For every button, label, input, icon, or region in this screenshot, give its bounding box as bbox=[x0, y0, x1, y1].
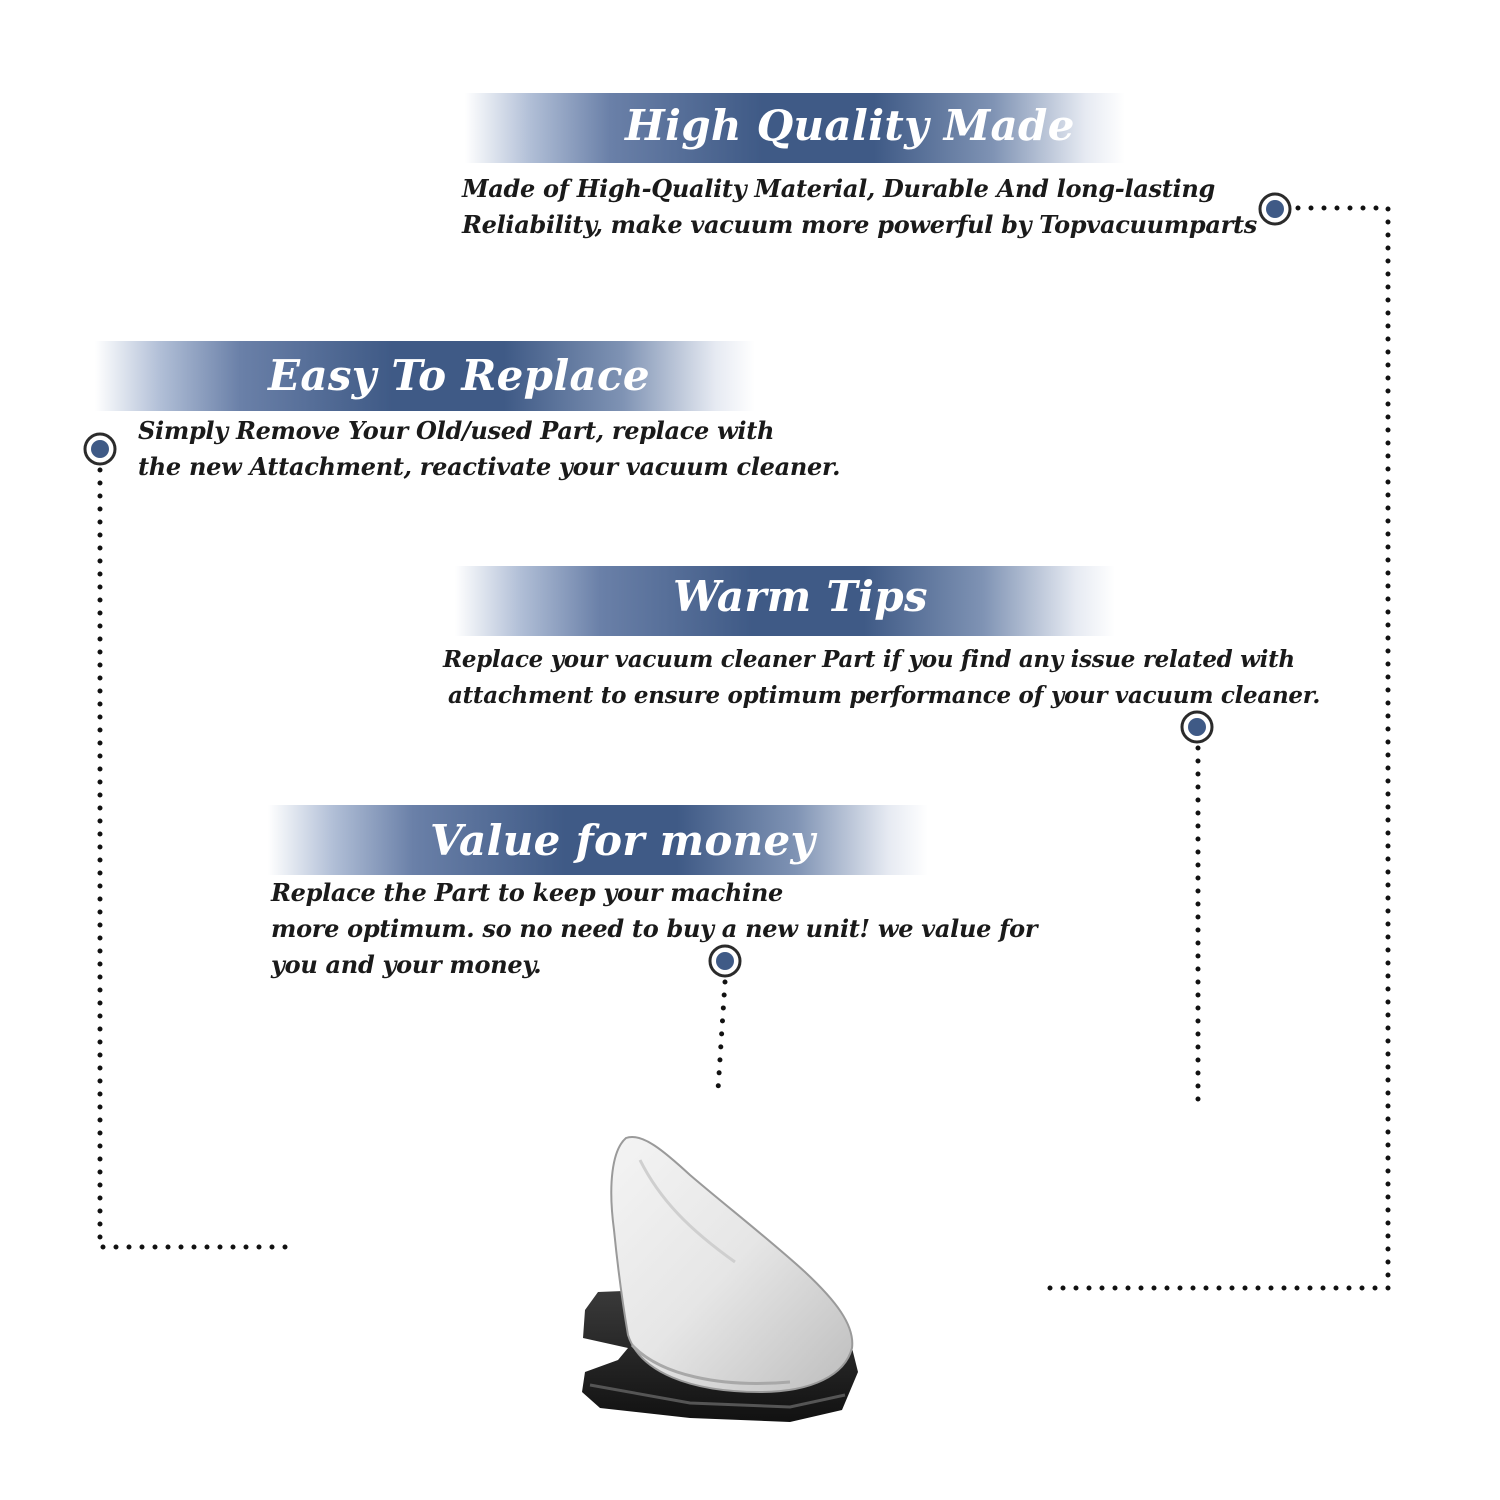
section-title-high-quality: High Quality Made bbox=[625, 101, 1075, 150]
desc-line: Replace the Part to keep your machine bbox=[271, 878, 784, 907]
banner-easy-replace bbox=[95, 341, 755, 411]
desc-line: Reliability, make vacuum more powerful b… bbox=[462, 210, 1257, 239]
desc-line: Replace your vacuum cleaner Part if you … bbox=[443, 646, 1295, 673]
desc-line: Simply Remove Your Old/used Part, replac… bbox=[138, 416, 775, 445]
bullet-marker-icon bbox=[1258, 192, 1292, 226]
section-desc-warm-tips: Replace your vacuum cleaner Part if you … bbox=[443, 642, 1320, 714]
bullet-marker-icon bbox=[83, 432, 117, 466]
section-title-value-money: Value for money bbox=[430, 816, 816, 865]
connector-easy-replace bbox=[97, 467, 301, 1250]
desc-line: Made of High-Quality Material, Durable A… bbox=[462, 174, 1215, 203]
section-desc-value-money: Replace the Part to keep your machine mo… bbox=[271, 875, 1038, 983]
desc-line: attachment to ensure optimum performance… bbox=[448, 682, 1321, 709]
connector-value-money bbox=[715, 979, 728, 1093]
bullet-marker-icon bbox=[1180, 710, 1214, 744]
desc-line: more optimum. so no need to buy a new un… bbox=[271, 914, 1038, 943]
banner-value-money bbox=[268, 805, 928, 875]
desc-line: the new Attachment, reactivate your vacu… bbox=[138, 452, 841, 481]
banner-warm-tips bbox=[455, 566, 1115, 636]
section-title-warm-tips: Warm Tips bbox=[673, 572, 928, 621]
banner-high-quality bbox=[465, 93, 1125, 163]
desc-line: you and your money. bbox=[271, 950, 542, 979]
section-desc-high-quality: Made of High-Quality Material, Durable A… bbox=[462, 171, 1257, 243]
bullet-marker-icon bbox=[708, 944, 742, 978]
section-desc-easy-replace: Simply Remove Your Old/used Part, replac… bbox=[138, 413, 841, 485]
section-title-easy-replace: Easy To Replace bbox=[268, 351, 650, 400]
